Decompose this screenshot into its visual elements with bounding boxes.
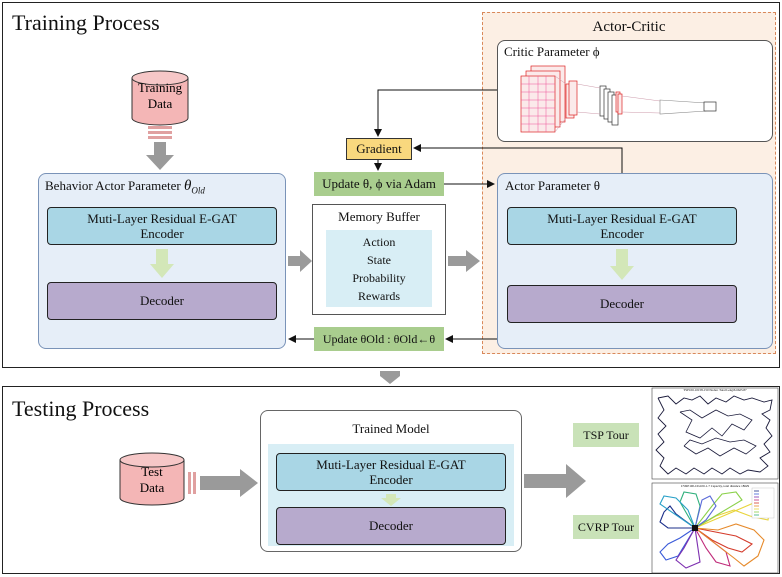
testing-title: Testing Process [12, 396, 150, 421]
training-data-cylinder: Training Data [131, 70, 189, 139]
trained-enc-dec-arrow [381, 494, 401, 506]
behavior-enc-dec-arrow [150, 249, 174, 278]
actor-title: Actor Parameter θ [505, 178, 601, 193]
cvrp-plot-caption: CVRP100-10x100-1-7 Capacity, total dista… [681, 484, 750, 489]
memory-item-action: Action [362, 234, 396, 249]
behavior-title-text: Behavior Actor Parameter [45, 178, 181, 193]
trained-encoder-line1: Muti-Layer Residual E-GAT [316, 457, 466, 472]
test-data-cylinder: Test Data [119, 452, 196, 506]
gradient-box: Gradient [346, 138, 412, 160]
trained-encoder: Muti-Layer Residual E-GAT Encoder [276, 453, 506, 491]
test-data-line2: Data [140, 480, 165, 495]
tsp-tour-label: TSP Tour [573, 423, 639, 447]
training-title: Training Process [12, 10, 160, 35]
model-to-output-arrow [524, 464, 586, 498]
actor-encoder-line1: Muti-Layer Residual E-GAT [547, 211, 697, 226]
cvrp-tour-plot: CVRP100-10x100-1-7 Capacity, total dista… [651, 482, 779, 574]
training-data-line2: Data [148, 96, 173, 111]
behavior-encoder-line1: Muti-Layer Residual E-GAT [87, 211, 237, 226]
memory-buffer-list: Action State Probability Rewards [326, 230, 432, 307]
actor-encoder-line2: Encoder [600, 226, 644, 241]
actor-to-gradient-arrow [413, 144, 623, 173]
update-adam-label: Update θ, ϕ via Adam [314, 172, 444, 196]
tsp-tour-plot: TSP100-10158-150 Nodes: Total Length 662… [651, 387, 779, 480]
behavior-decoder: Decoder [47, 282, 277, 320]
training-to-testing-arrow [380, 371, 400, 384]
memory-item-rewards: Rewards [358, 288, 400, 303]
behavior-theta-sub: Old [191, 185, 205, 196]
critic-network-icon [520, 65, 717, 133]
memory-item-state: State [367, 252, 391, 267]
data-to-behavior-arrow [146, 142, 174, 170]
behavior-encoder: Muti-Layer Residual E-GAT Encoder [47, 207, 277, 245]
behavior-theta: θ [183, 178, 192, 194]
behavior-encoder-line2: Encoder [140, 226, 184, 241]
test-data-to-model-arrow [200, 469, 258, 497]
training-data-line1: Training [138, 80, 183, 95]
behavior-title: Behavior Actor Parameter θOld [45, 178, 205, 196]
memory-buffer-title: Memory Buffer [338, 209, 420, 224]
actor-critic-title: Actor-Critic [592, 19, 666, 35]
cvrp-tour-label: CVRP Tour [573, 515, 639, 539]
actor-encoder: Muti-Layer Residual E-GAT Encoder [507, 207, 737, 245]
trained-model-title: Trained Model [352, 421, 430, 436]
buffer-to-actor-arrow [448, 250, 480, 272]
critic-to-gradient-arrow [374, 89, 497, 137]
update-old-label: Update θOld : θOld←θ [314, 327, 444, 351]
critic-title: Critic Parameter ϕ [504, 44, 600, 59]
memory-item-probability: Probability [352, 270, 406, 285]
update-old-text: Update θOld : θOld←θ [322, 331, 436, 346]
tsp-plot-caption: TSP100-10158-150 Nodes: Total Length 662… [683, 388, 747, 392]
test-data-line1: Test [141, 464, 163, 479]
trained-decoder: Decoder [276, 507, 506, 545]
behavior-to-buffer-arrow [288, 250, 312, 272]
actor-enc-dec-arrow [610, 249, 634, 280]
trained-encoder-line2: Encoder [369, 472, 413, 487]
actor-decoder: Decoder [507, 285, 737, 323]
